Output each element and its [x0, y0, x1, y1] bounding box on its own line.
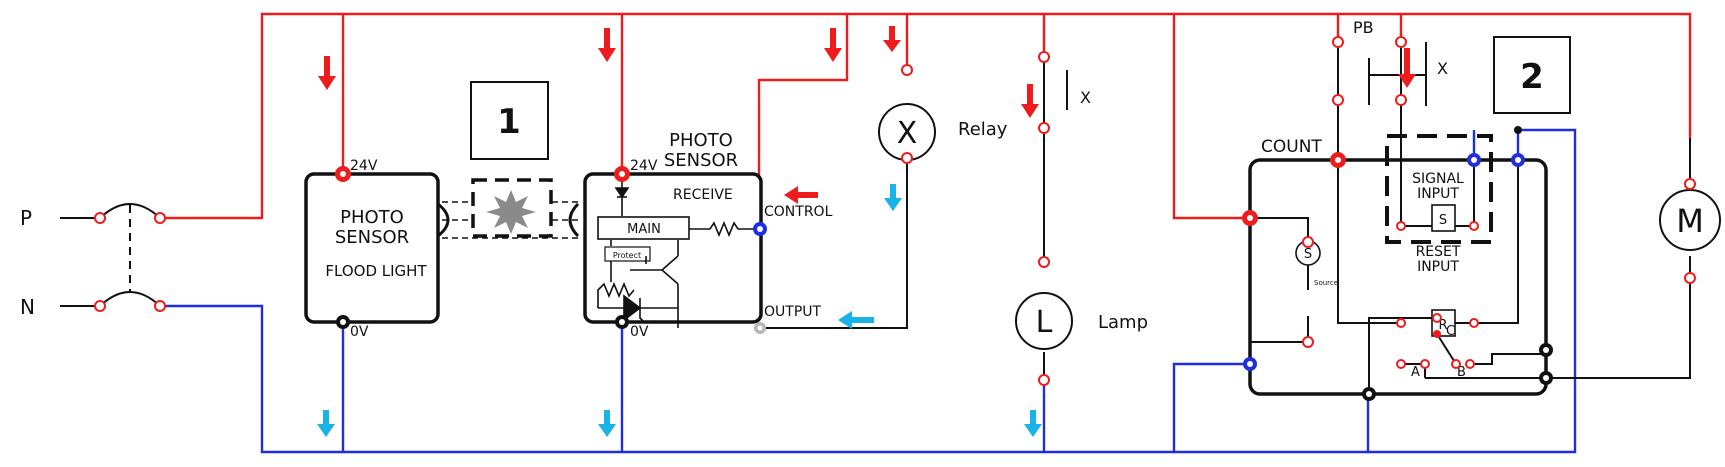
lamp-label: Lamp [1098, 312, 1148, 333]
neutral-wires [160, 128, 1577, 454]
protect-label: Protect [613, 251, 641, 260]
signal-input-label-1: SIGNAL [1412, 171, 1464, 187]
flood-subtitle: FLOOD LIGHT [325, 262, 427, 280]
flood-title-2: SENSOR [335, 227, 409, 248]
signal-s-box: S [1439, 213, 1447, 228]
relay-contact-label: X [1080, 88, 1091, 107]
source-symbol: S [1304, 247, 1312, 262]
callout-1-label: 1 [497, 102, 521, 142]
receiver-title-1: PHOTO [669, 130, 733, 151]
relay-label: Relay [958, 119, 1008, 140]
red-current-arrows [318, 26, 1416, 204]
pb-contact-label: X [1437, 59, 1448, 78]
photo-sensor-flood-light: PHOTO SENSOR FLOOD LIGHT 24V 0V [304, 158, 450, 340]
counter-unit: COUNT SIGNAL INPUT S RESET INPUT R S Sou… [1248, 134, 1548, 396]
lamp-symbol: L [1036, 305, 1053, 340]
contact-a-label: A [1411, 365, 1420, 380]
supply-wires [160, 12, 1692, 229]
relay-coil-symbol: X [897, 116, 918, 151]
lamp: L Lamp [1015, 292, 1148, 350]
motor-symbol: M [1676, 202, 1704, 240]
callout-box-1: 1 [470, 81, 549, 160]
callout-2-label: 2 [1520, 57, 1544, 97]
blue-signal-arrows [317, 184, 1042, 437]
output-label: OUTPUT [764, 304, 822, 320]
reset-input-label-2: INPUT [1417, 259, 1459, 275]
relay-coil: X Relay [878, 103, 1008, 161]
terminal-nodes [94, 36, 1696, 401]
flood-title-1: PHOTO [340, 207, 404, 228]
main-label: MAIN [627, 222, 661, 237]
flood-24v-label: 24V [350, 158, 378, 174]
photo-sensor-receiver: PHOTO SENSOR RECEIVE 24V 0V MAIN Protect… [568, 130, 833, 340]
light-beam [442, 178, 578, 239]
receiver-title-2: SENSOR [664, 150, 738, 171]
counter-title: COUNT [1261, 137, 1322, 157]
signal-input-label-2: INPUT [1417, 186, 1459, 202]
p-label: P [20, 206, 32, 230]
receive-label: RECEIVE [673, 187, 733, 203]
motor: M [1659, 189, 1721, 251]
contact-b-label: B [1457, 365, 1466, 380]
source-label: Source [1314, 279, 1338, 287]
flood-0v-label: 0V [350, 324, 369, 340]
reset-input-label-1: RESET [1416, 244, 1461, 260]
n-label: N [20, 295, 35, 319]
callout-box-2: 2 [1493, 36, 1571, 114]
receiver-0v-label: 0V [630, 324, 649, 340]
receiver-24v-label: 24V [630, 158, 658, 174]
reset-r-box: R [1438, 318, 1447, 333]
beam-break-star-icon [486, 190, 536, 234]
pb-label: PB [1353, 18, 1374, 37]
control-label: CONTROL [764, 204, 833, 220]
contact-c-label: C [1446, 324, 1455, 339]
